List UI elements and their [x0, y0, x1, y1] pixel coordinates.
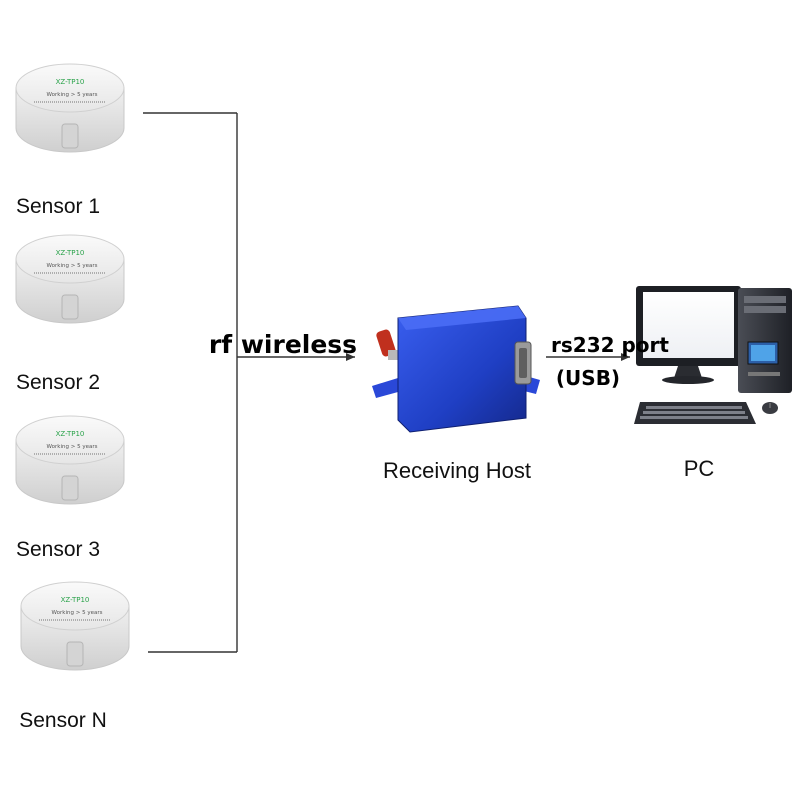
connection-lines — [143, 112, 630, 653]
monitor-stand — [674, 366, 702, 378]
pc-label: PC — [684, 456, 715, 481]
antenna — [376, 329, 396, 357]
sensor-label: Sensor 2 — [16, 371, 100, 394]
serial-link-sublabel: (USB) — [556, 366, 620, 390]
sensor-top — [15, 63, 125, 113]
sensor-spec-text: Working > 5 years — [47, 444, 98, 450]
pc-device — [634, 286, 792, 424]
antenna-base — [388, 350, 400, 360]
mounting-flange-left — [372, 378, 398, 398]
sensor-notch — [66, 641, 84, 667]
receiver-label: Receiving Host — [383, 458, 531, 483]
pc-tower — [738, 288, 792, 393]
sensor-spec-text: Working > 5 years — [47, 263, 98, 269]
sensor-top — [15, 234, 125, 284]
sensor-model-text: XZ-TP10 — [56, 430, 85, 438]
sensor-top — [20, 581, 130, 631]
sensor-notch — [61, 123, 79, 149]
sensor-model-text: XZ-TP10 — [56, 78, 85, 86]
monitor-screen — [643, 292, 734, 358]
sensor-spec-text: Working > 5 years — [52, 610, 103, 616]
sensor-label: Sensor N — [19, 709, 107, 732]
keyboard-keys — [640, 406, 748, 419]
sensor-notch — [61, 475, 79, 501]
receiving-host-device — [372, 305, 540, 433]
receiver-top-face — [398, 306, 526, 330]
sensor-model-text: XZ-TP10 — [61, 596, 90, 604]
sensor-notch — [61, 294, 79, 320]
rf-link-label: rf wireless — [209, 330, 357, 359]
sensor-spec-text: Working > 5 years — [47, 92, 98, 98]
sensor-top — [15, 415, 125, 465]
serial-link-label: rs232 port — [551, 333, 669, 357]
sensor-model-text: XZ-TP10 — [56, 249, 85, 257]
sensor-label: Sensor 1 — [16, 195, 100, 218]
monitor-base — [662, 376, 714, 384]
sensor-label: Sensor 3 — [16, 538, 100, 561]
